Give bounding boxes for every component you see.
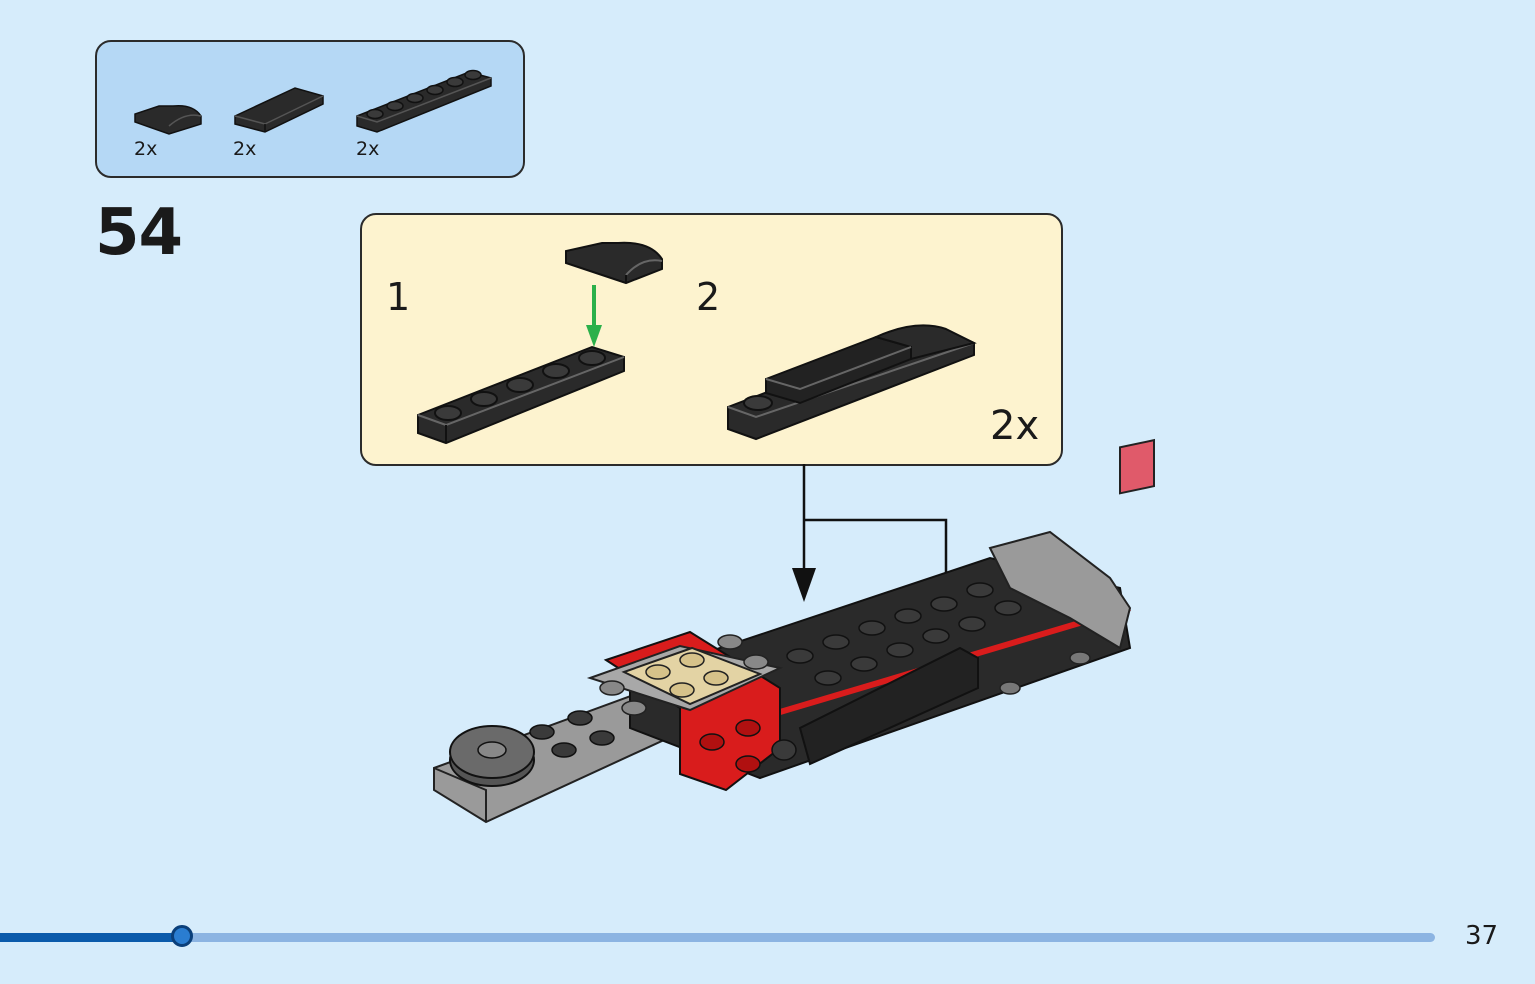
progress-track	[0, 933, 1435, 942]
curved-slope-1x2-icon	[134, 104, 202, 135]
multiplier-label: 2x	[990, 403, 1040, 449]
insert-arrow-icon	[586, 285, 602, 347]
progress-knob	[171, 925, 193, 947]
plate-1x6-icon	[356, 69, 492, 133]
sub-step-number: 1	[386, 275, 411, 319]
vehicle-model	[433, 438, 1155, 824]
step-number: 54	[95, 196, 183, 270]
plate-1x6-icon	[417, 345, 625, 445]
page-number: 37	[1465, 921, 1499, 951]
progress-fill	[0, 933, 184, 942]
sub-step-number: 2	[696, 275, 721, 319]
part-qty: 2x	[233, 138, 257, 160]
tile-1x4-icon	[234, 87, 324, 133]
sub-assembly-box: 1 2 2x	[360, 213, 1063, 466]
part-qty: 2x	[356, 138, 380, 160]
curved-slope-icon	[565, 241, 663, 285]
part-qty: 2x	[134, 138, 158, 160]
parts-list-box: 2x 2x 2x	[95, 40, 525, 178]
assembled-part-icon	[727, 324, 977, 441]
